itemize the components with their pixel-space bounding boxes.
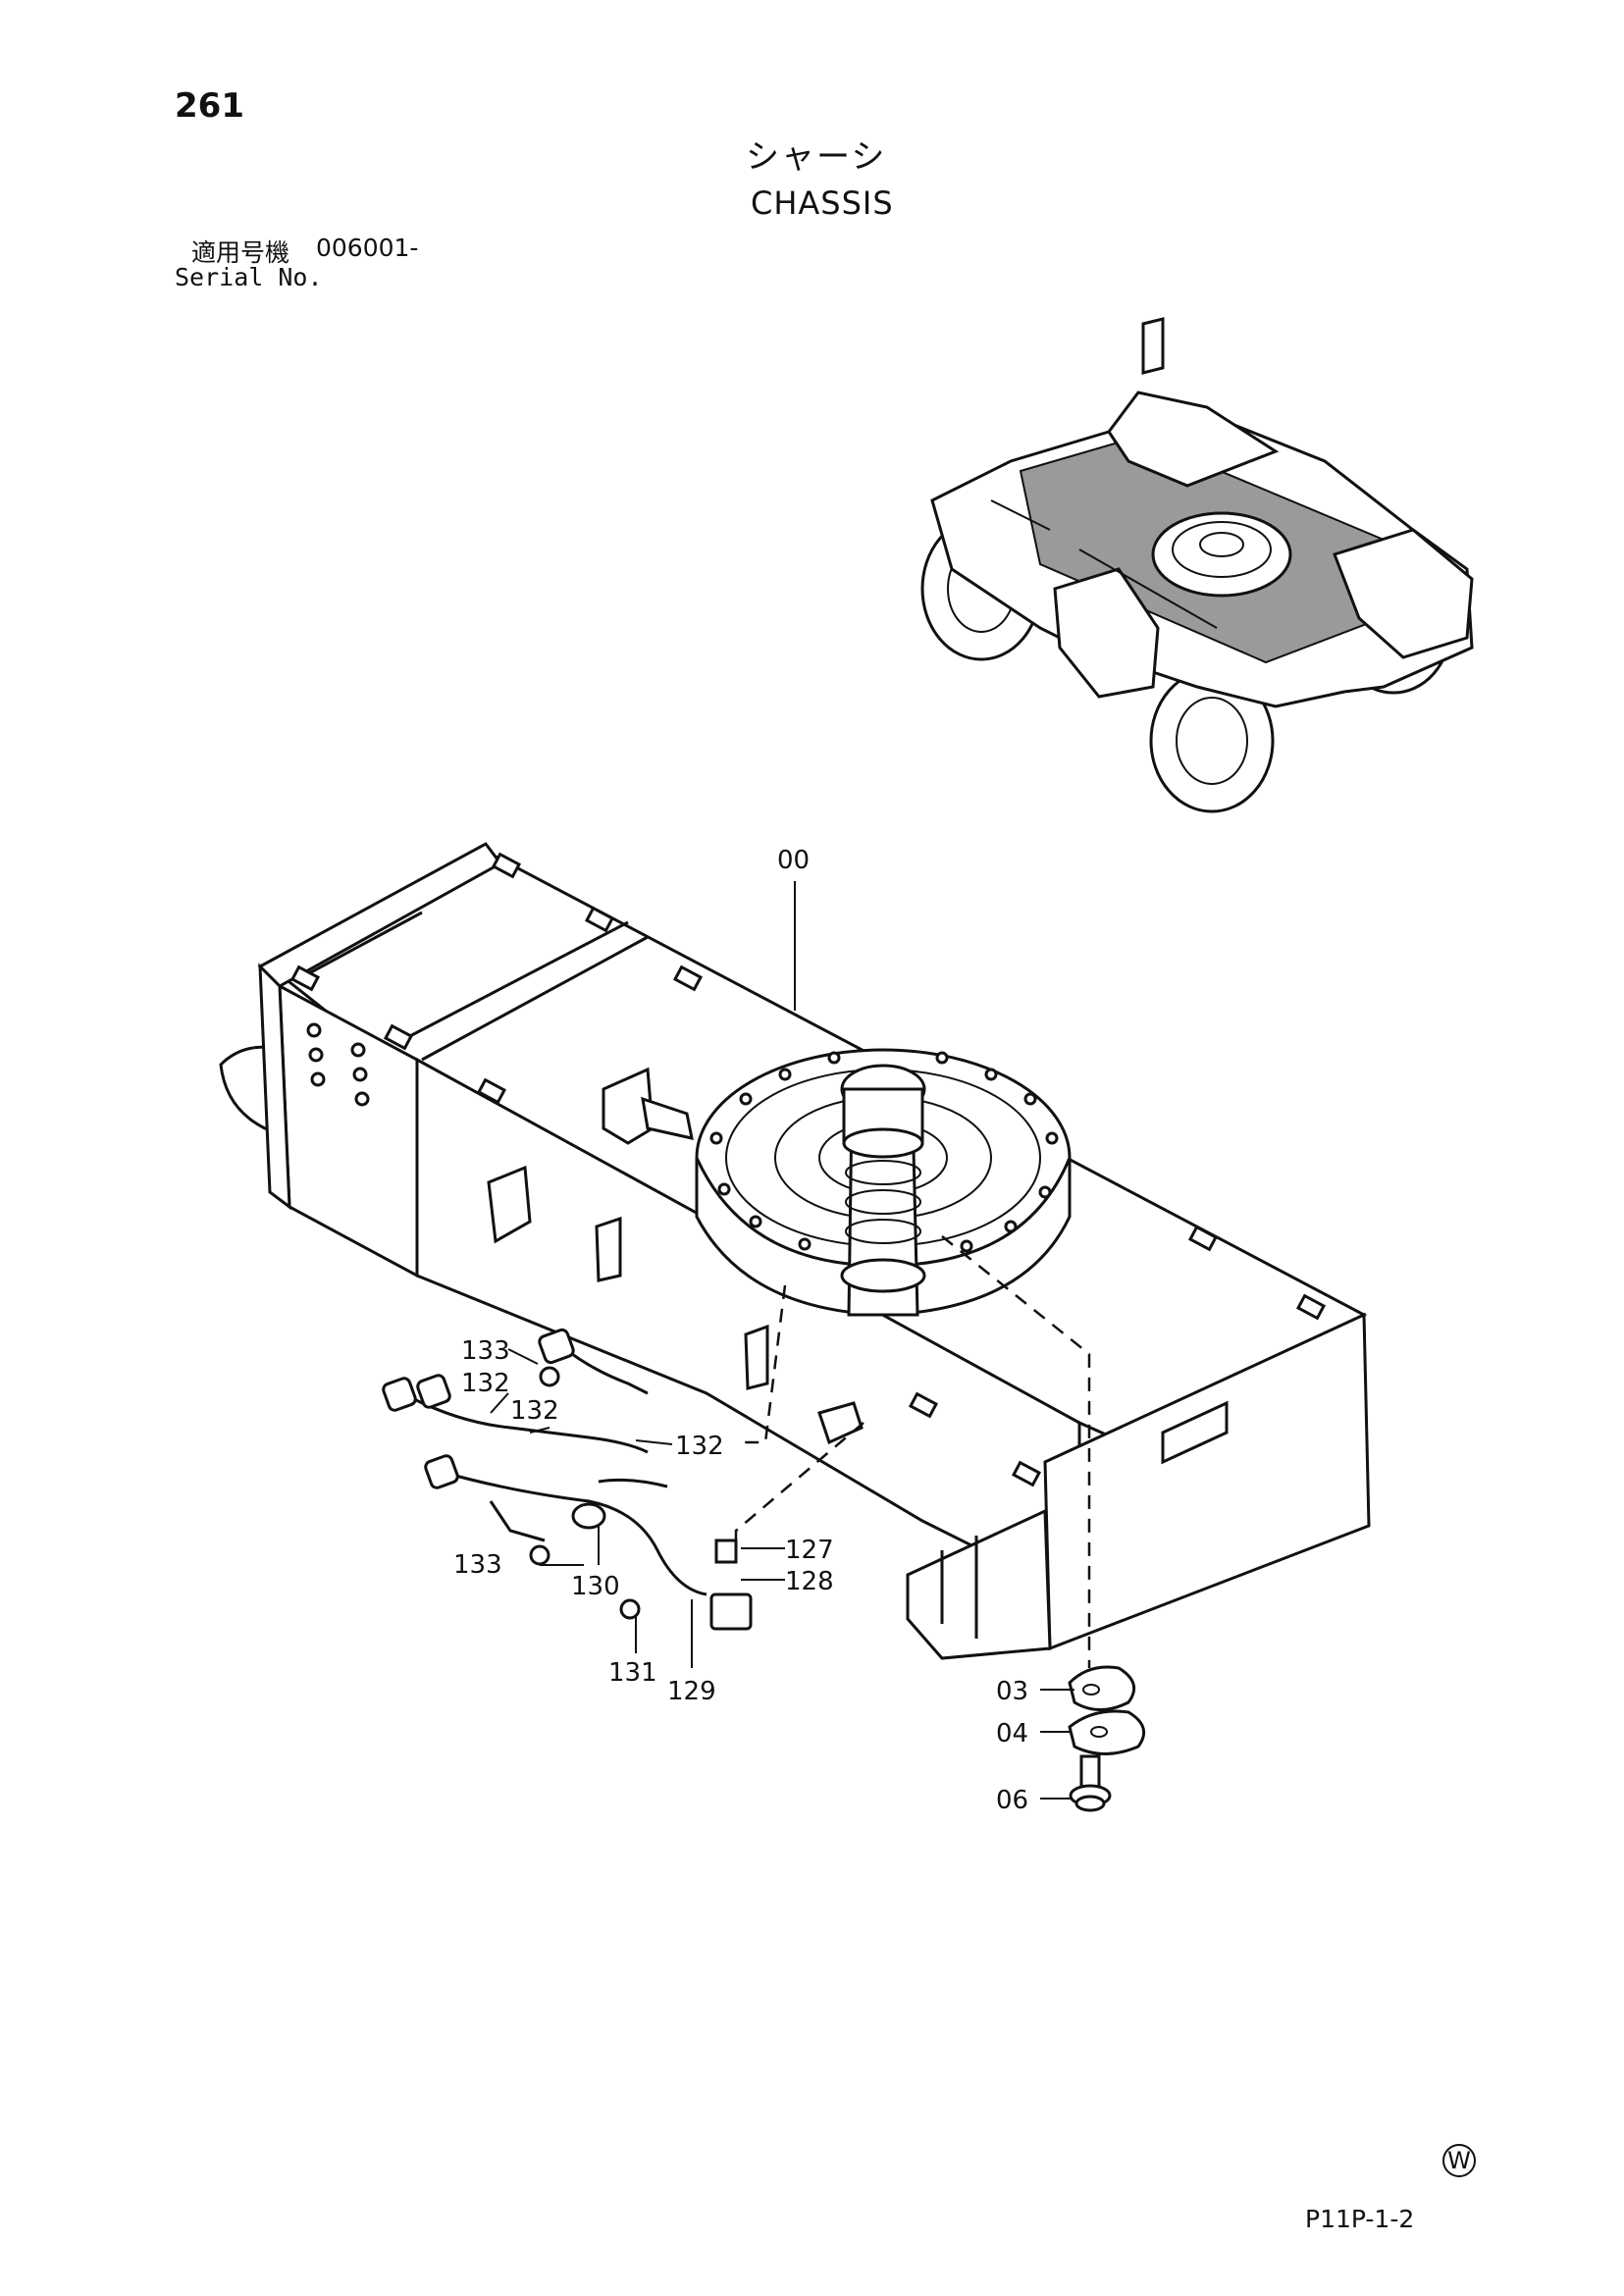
- callout-130: 130: [571, 1572, 620, 1601]
- callout-131: 131: [608, 1658, 657, 1688]
- callout-127: 127: [785, 1536, 834, 1565]
- serial-label-japanese: 適用号機: [191, 238, 290, 267]
- callout-128: 128: [785, 1567, 834, 1596]
- callout-03: 03: [996, 1677, 1028, 1706]
- wiring-harness-illustration: [382, 1328, 753, 1631]
- mounting-hardware-illustration: [1068, 1665, 1146, 1812]
- callout-132-right: 132: [675, 1432, 724, 1461]
- page-title-japanese: シャーシ: [746, 137, 887, 177]
- vehicle-overview-illustration: [920, 317, 1474, 813]
- serial-label-english: Serial No.: [175, 263, 323, 291]
- footer-w-mark: W: [1442, 2144, 1476, 2177]
- serial-number-value: 006001-: [316, 234, 419, 262]
- callout-leader-lines: [490, 881, 1074, 1800]
- callout-132-middle: 132: [510, 1396, 559, 1426]
- callout-129: 129: [667, 1677, 716, 1706]
- callout-132-upper: 132: [461, 1369, 510, 1398]
- page-title-english: CHASSIS: [751, 184, 894, 222]
- callout-133-upper: 133: [461, 1336, 510, 1366]
- callout-06: 06: [996, 1786, 1028, 1815]
- callout-133-lower: 133: [453, 1550, 502, 1580]
- page-number: 261: [175, 86, 244, 126]
- footer-page-code: P11P-1-2: [1305, 2205, 1415, 2233]
- callout-04: 04: [996, 1719, 1028, 1748]
- chassis-frame-illustration: [219, 842, 1371, 1668]
- callout-00: 00: [777, 846, 810, 875]
